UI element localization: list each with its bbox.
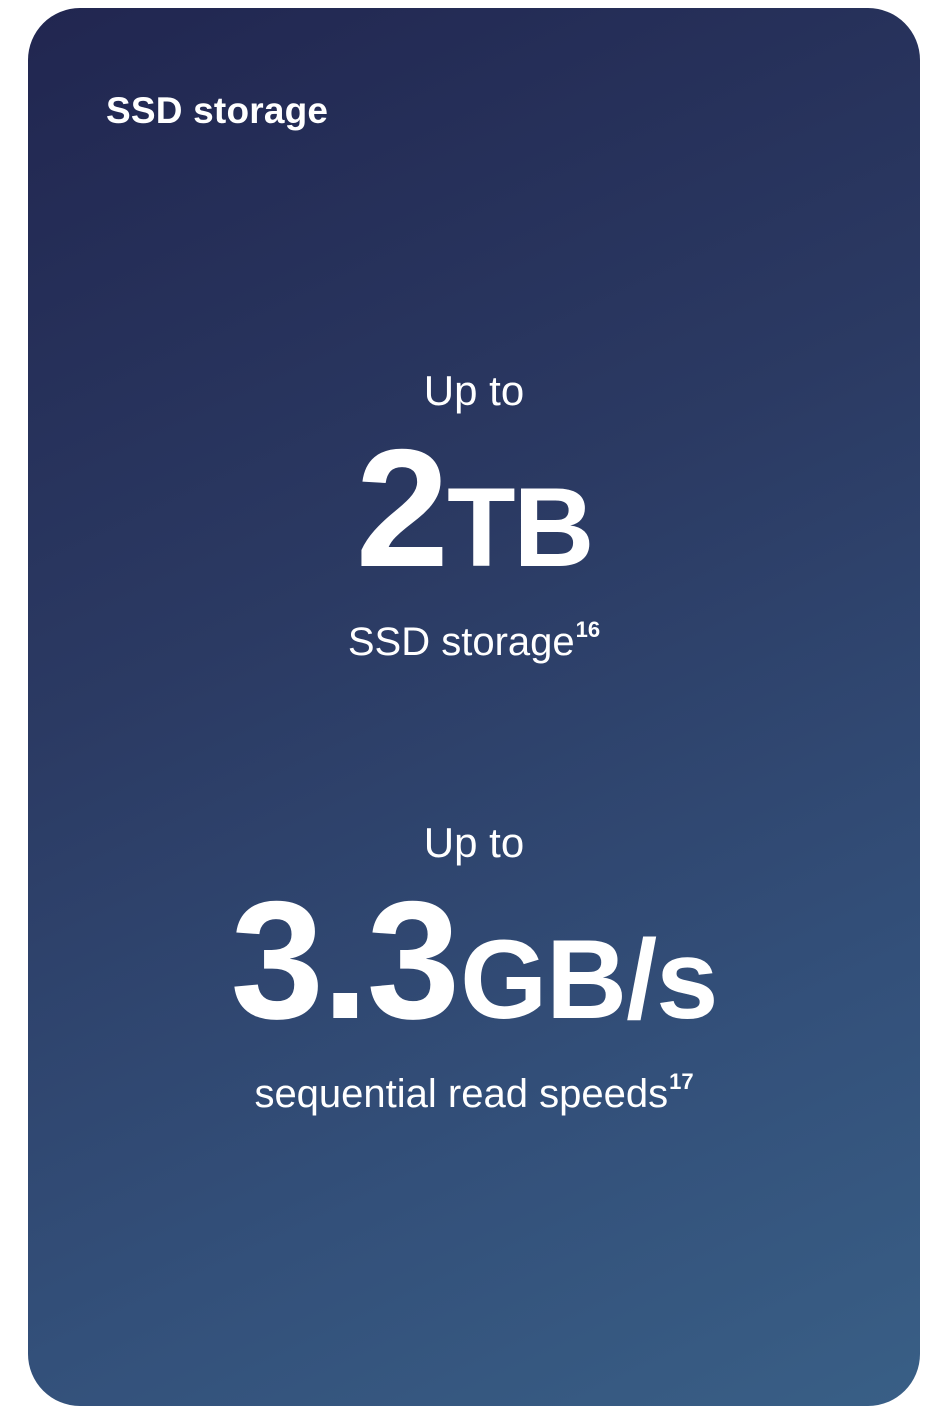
footnote-link[interactable]: 16 [575,617,601,642]
stat-caption: sequential read speeds17 [28,1058,920,1118]
stat-caption-text: sequential read speeds [254,1072,669,1116]
stat-caption: SSD storage16 [28,606,920,666]
card-title: SSD storage [106,90,329,131]
storage-capacity-stat: Up to 2TB SSD storage16 [28,366,920,666]
stat-caption-text: SSD storage [347,620,575,664]
stat-headline: 2TB [28,424,920,592]
stat-eyebrow: Up to [423,367,525,414]
read-speed-stat: Up to 3.3GB/s sequential read speeds17 [28,818,920,1118]
footnote-link[interactable]: 17 [669,1069,694,1094]
stat-unit: TB [447,465,594,590]
stat-eyebrow: Up to [423,819,525,866]
stat-value: 3.3 [230,866,461,1054]
stat-unit: GB/s [460,917,718,1042]
stat-headline: 3.3GB/s [28,876,920,1044]
ssd-storage-card: SSD storage Up to 2TB SSD storage16 Up t… [28,8,920,1406]
stat-value: 2 [355,414,449,602]
